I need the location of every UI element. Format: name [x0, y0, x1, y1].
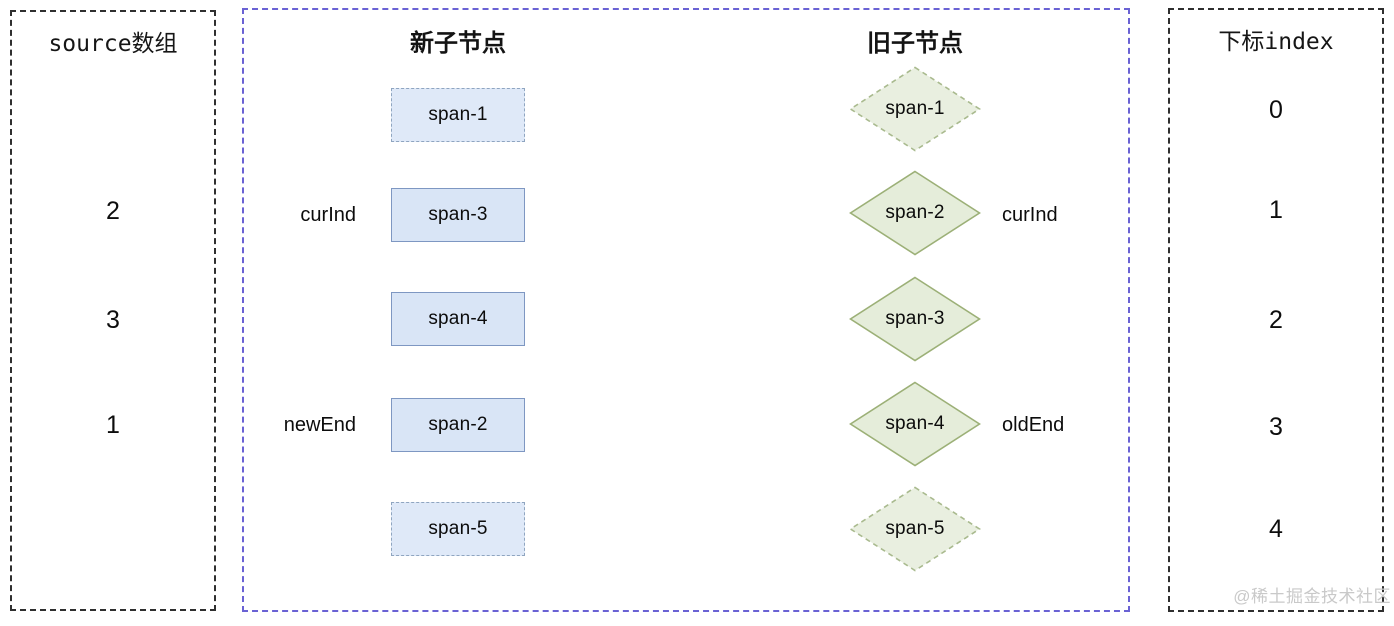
- index-value-4: 4: [1269, 515, 1283, 543]
- old-node-span-2: span-2: [849, 170, 981, 256]
- old-node-span-4: span-4: [849, 381, 981, 467]
- new-node-span-3: span-3: [391, 188, 525, 242]
- source-value-1: 3: [106, 306, 120, 334]
- old-node-span-3: span-3: [849, 276, 981, 362]
- old-node-span-1: span-1: [849, 66, 981, 152]
- new-node-span-2: span-2: [391, 398, 525, 452]
- new-node-label: span-1: [428, 104, 488, 125]
- index-value-2: 2: [1269, 306, 1283, 334]
- source-panel-title: source数组: [48, 31, 178, 57]
- pointer-curind-old: curInd: [1002, 204, 1058, 226]
- old-node-label: span-4: [885, 413, 945, 434]
- new-column-title: 新子节点: [410, 30, 506, 57]
- diamond-shape-icon: [849, 381, 981, 467]
- new-node-label: span-3: [428, 204, 488, 225]
- index-panel: 下标index 0 1 2 3 4: [1168, 8, 1384, 612]
- index-value-0: 0: [1269, 96, 1283, 124]
- new-node-label: span-2: [428, 414, 488, 435]
- index-value-3: 3: [1269, 413, 1283, 441]
- source-array-panel: source数组 2 3 1: [10, 10, 216, 611]
- pointer-oldend: oldEnd: [1002, 414, 1065, 436]
- new-node-span-4: span-4: [391, 292, 525, 346]
- old-node-span-5: span-5: [849, 486, 981, 572]
- new-node-span-1: span-1: [391, 88, 525, 142]
- source-value-2: 1: [106, 411, 120, 439]
- old-column-title: 旧子节点: [867, 30, 963, 57]
- pointer-newend: newEnd: [283, 414, 356, 436]
- new-node-label: span-5: [428, 518, 488, 539]
- diamond-shape-icon: [849, 170, 981, 256]
- pointer-curind-new: curInd: [300, 204, 356, 226]
- old-node-label: span-1: [885, 98, 945, 119]
- watermark: @稀土掘金技术社区: [1233, 587, 1391, 606]
- new-node-span-5: span-5: [391, 502, 525, 556]
- source-value-0: 2: [106, 197, 120, 225]
- old-node-label: span-2: [885, 202, 945, 223]
- new-node-label: span-4: [428, 308, 488, 329]
- old-node-label: span-3: [885, 308, 945, 329]
- index-value-1: 1: [1269, 196, 1283, 224]
- index-panel-title: 下标index: [1218, 29, 1334, 55]
- diamond-shape-icon: [849, 66, 981, 152]
- diamond-shape-icon: [849, 486, 981, 572]
- diamond-shape-icon: [849, 276, 981, 362]
- diff-panel: 新子节点 旧子节点 curInd newEnd span-1 span-3 sp…: [242, 8, 1130, 612]
- old-node-label: span-5: [885, 518, 945, 539]
